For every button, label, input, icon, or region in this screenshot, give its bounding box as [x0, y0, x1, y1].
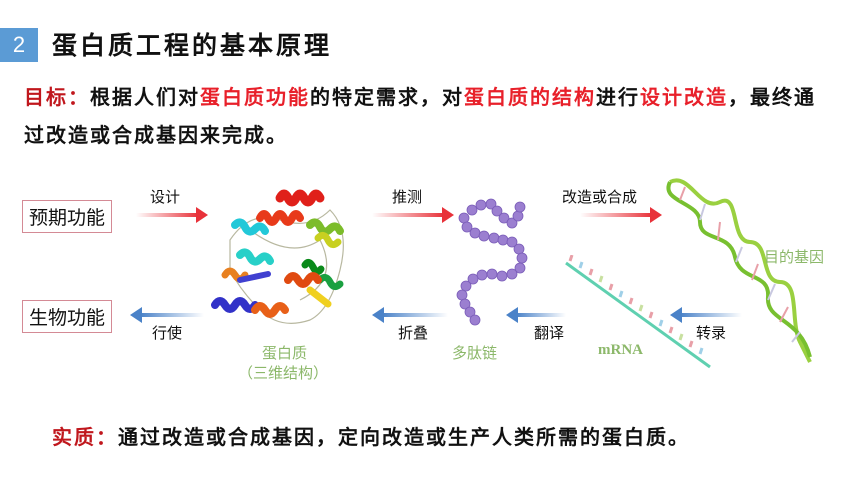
dna-helix-icon — [666, 178, 812, 363]
design-arrow-icon — [136, 207, 208, 223]
goal-statement: 目标：根据人们对蛋白质功能的特定需求，对蛋白质的结构进行设计改造，最终通过改造或… — [24, 78, 824, 154]
goal-highlight-protein-function: 蛋白质功能 — [200, 85, 310, 109]
translate-label: 翻译 — [534, 325, 565, 342]
infer-label: 推测 — [392, 189, 423, 206]
fold-label: 折叠 — [398, 325, 429, 342]
section-number-badge: 2 — [0, 28, 38, 62]
essence-label: 实质： — [52, 425, 118, 449]
target-gene-label: 目的基因 — [764, 249, 825, 266]
goal-text-3: 进行 — [596, 85, 640, 109]
polypeptide-label: 多肽链 — [452, 345, 498, 362]
essence-text: 通过改造或合成基因，定向改造或生产人类所需的蛋白质。 — [118, 425, 690, 449]
biological-function-box: 生物功能 — [22, 300, 113, 333]
transcribe-label: 转录 — [696, 325, 727, 342]
expected-function-box: 预期功能 — [22, 200, 113, 233]
goal-text-2: 的特定需求，对 — [310, 85, 464, 109]
modify-synthesize-arrow-icon — [580, 207, 662, 223]
fold-arrow-icon — [372, 307, 448, 323]
mrna-label: mRNA — [598, 342, 643, 358]
mrna-strand-icon — [565, 255, 711, 369]
polypeptide-chain-icon — [456, 198, 528, 326]
goal-highlight-design: 设计改造 — [640, 85, 728, 109]
essence-statement: 实质：通过改造或合成基因，定向改造或生产人类所需的蛋白质。 — [52, 421, 690, 450]
exercise-arrow-icon — [130, 307, 204, 323]
transcribe-arrow-icon — [670, 307, 742, 323]
protein-sublabel: （三维结构） — [238, 365, 329, 382]
exercise-label: 行使 — [152, 325, 183, 342]
infer-arrow-icon — [372, 207, 454, 223]
page-title: 蛋白质工程的基本原理 — [52, 31, 333, 60]
design-label: 设计 — [150, 189, 181, 206]
goal-label: 目标： — [24, 85, 90, 109]
goal-text-1: 根据人们对 — [90, 85, 200, 109]
goal-text-4: ，最终通过改造或合成基因来完成。 — [24, 85, 816, 147]
protein-structure-icon — [211, 189, 344, 324]
modify-synthesize-label: 改造或合成 — [562, 189, 638, 206]
goal-highlight-protein-structure: 蛋白质的结构 — [464, 85, 596, 109]
protein-label: 蛋白质 — [262, 345, 308, 362]
translate-arrow-icon — [506, 307, 566, 323]
